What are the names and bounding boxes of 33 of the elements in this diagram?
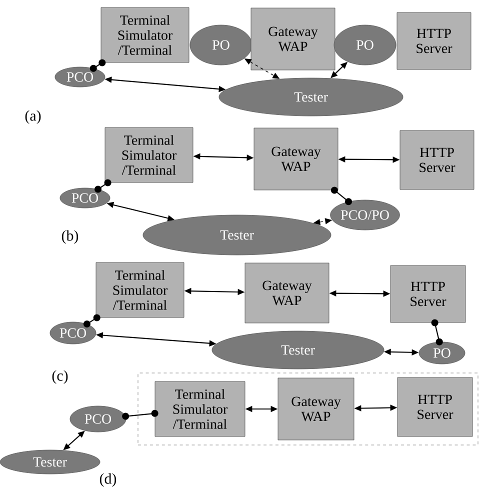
- oval-node: PO: [418, 342, 466, 364]
- oval-node: Tester: [212, 330, 384, 370]
- oval-node: Tester: [142, 214, 332, 256]
- process-box: HTTP Server: [390, 265, 466, 323]
- oval-node: PCO: [50, 322, 96, 344]
- process-box: HTTP Server: [397, 377, 473, 437]
- panel-label: (d): [100, 473, 116, 487]
- process-box: Terminal Simulator /Terminal: [154, 381, 246, 437]
- connector: [431, 319, 443, 346]
- connector: [330, 186, 352, 206]
- panel-label: (a): [25, 110, 41, 124]
- process-box: Terminal Simulator /Terminal: [100, 7, 190, 63]
- process-box: HTTP Server: [400, 130, 474, 190]
- process-box: Gateway WAP: [278, 378, 354, 440]
- oval-node: PCO: [54, 66, 106, 88]
- oval-node: PCO/PO: [330, 200, 400, 230]
- panel-label: (b): [62, 230, 78, 244]
- process-box: Gateway WAP: [250, 8, 336, 70]
- oval-node: Tester: [218, 78, 404, 116]
- process-box: Gateway WAP: [244, 262, 330, 324]
- connector: [94, 179, 112, 193]
- panel-label: (c): [52, 370, 68, 384]
- connector: [122, 410, 158, 420]
- process-box: Terminal Simulator /Terminal: [96, 262, 184, 318]
- oval-node: PO: [334, 24, 396, 66]
- process-box: HTTP Server: [396, 12, 472, 70]
- oval-node: PO: [190, 24, 252, 66]
- process-box: Gateway WAP: [254, 128, 338, 190]
- oval-node: PCO: [60, 188, 110, 208]
- connector: [90, 59, 106, 72]
- connector: [83, 314, 100, 328]
- process-box: Terminal Simulator /Terminal: [104, 127, 194, 183]
- oval-node: PCO: [70, 406, 126, 432]
